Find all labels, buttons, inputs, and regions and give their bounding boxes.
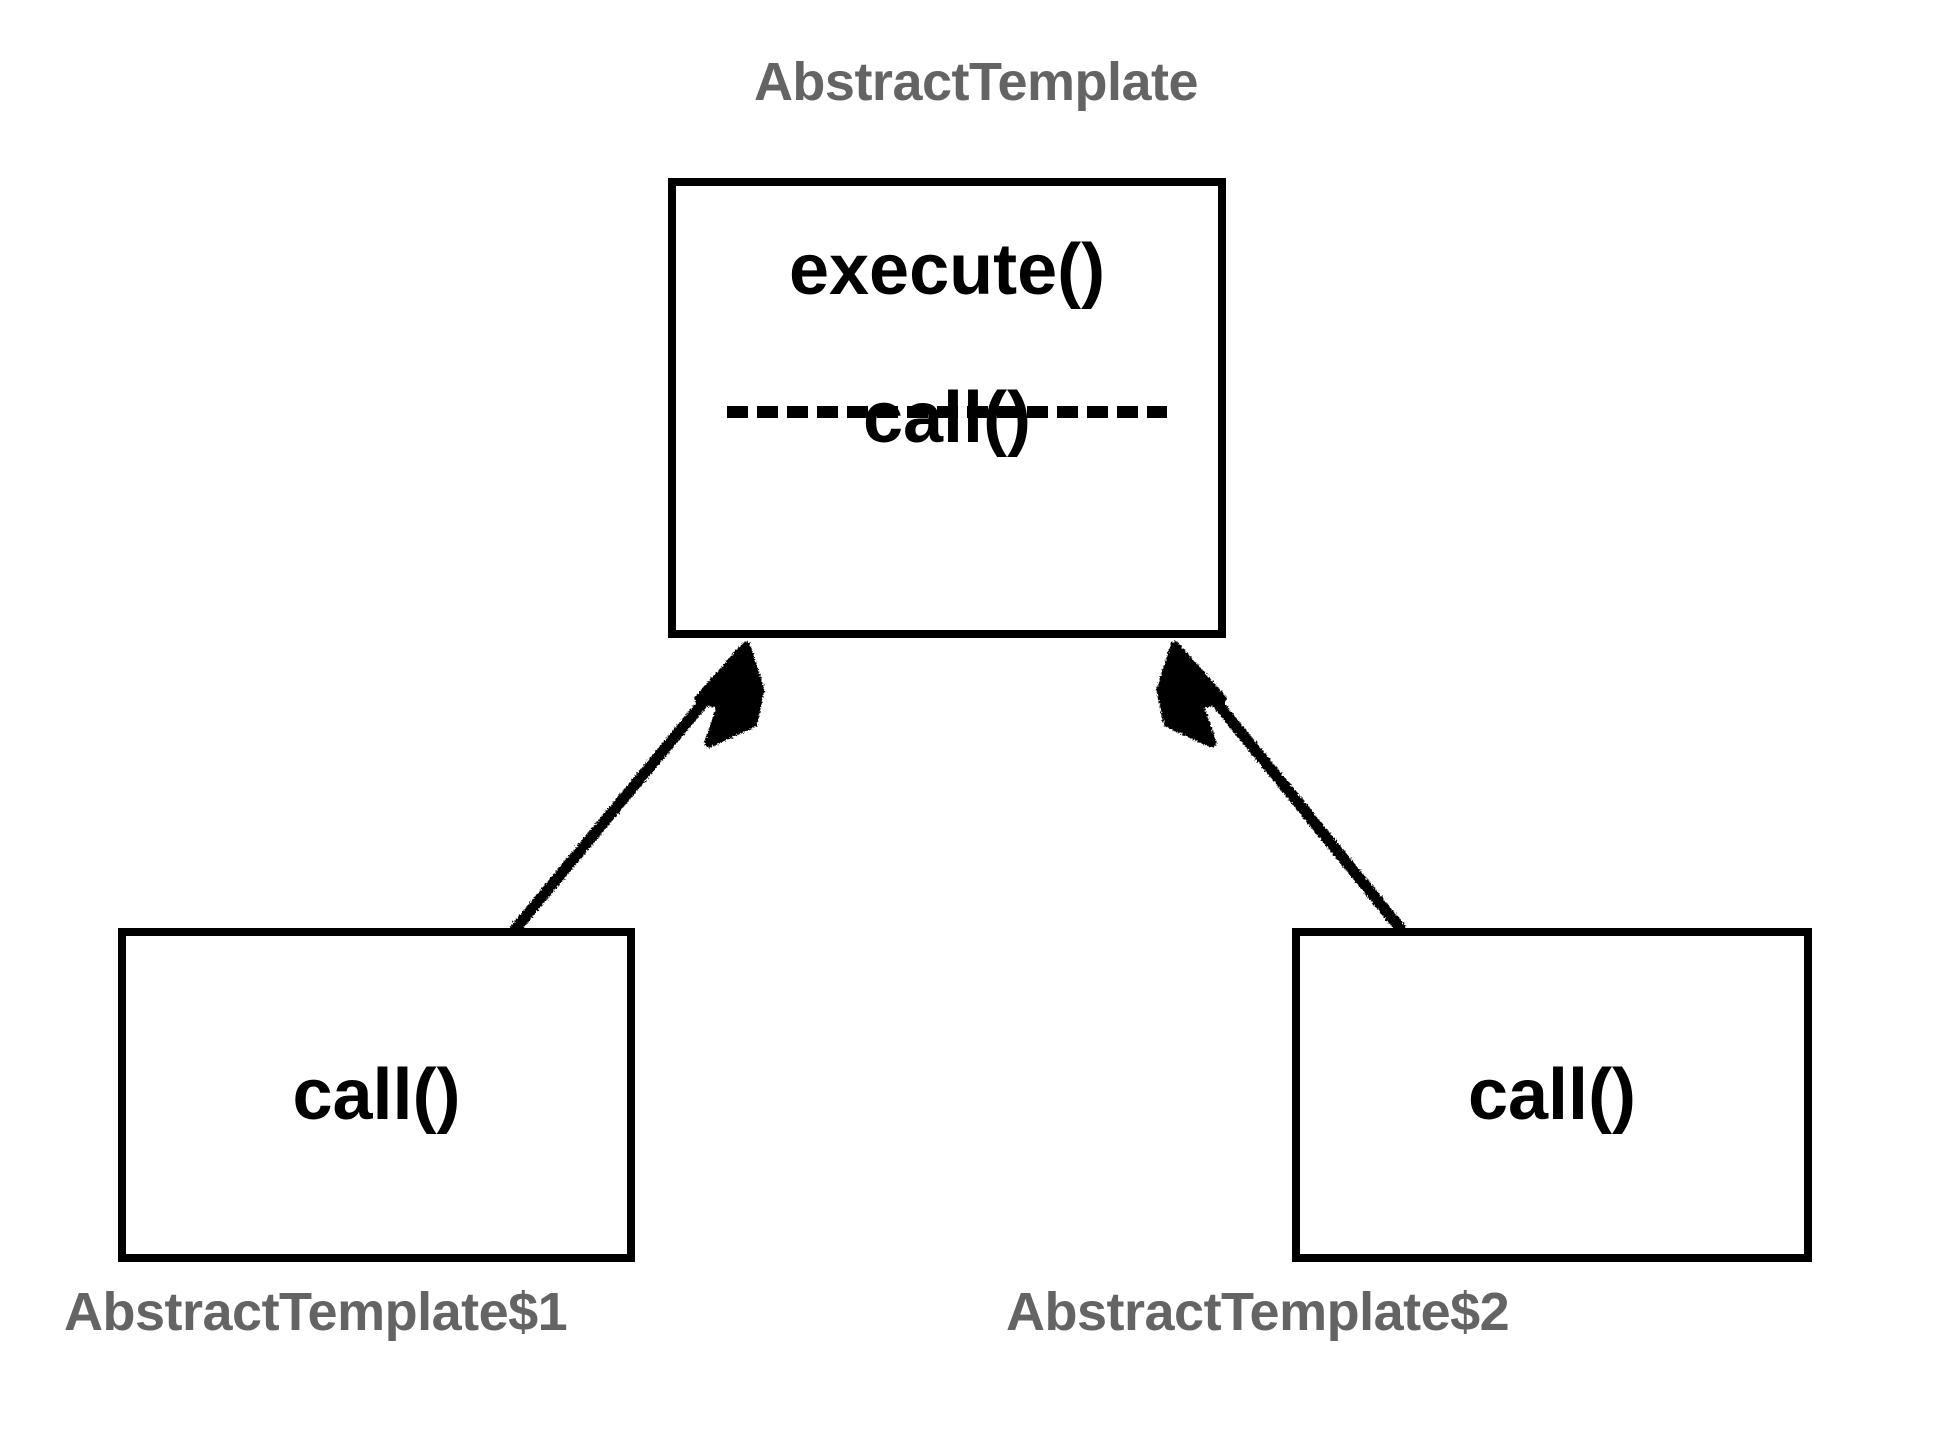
class-caption-abstract-template-2: AbstractTemplate$2 xyxy=(1006,1282,1510,1342)
member-separator-dashed xyxy=(727,406,1167,418)
class-caption-abstract-template: AbstractTemplate xyxy=(753,52,1199,112)
inheritance-arrow-sub1[interactable] xyxy=(510,641,765,934)
class-box-abstract-template[interactable]: execute() call() xyxy=(668,178,1226,638)
member-execute: execute() xyxy=(788,230,1106,310)
class-caption-abstract-template-1: AbstractTemplate$1 xyxy=(64,1282,568,1342)
class-box-abstract-template-2[interactable]: call() xyxy=(1292,928,1812,1262)
member-call-sub2: call() xyxy=(1467,1055,1637,1135)
inheritance-arrow-sub2[interactable] xyxy=(1156,641,1406,934)
member-call-sub1: call() xyxy=(292,1055,461,1135)
class-box-abstract-template-1[interactable]: call() xyxy=(118,928,635,1262)
member-call-abstract: call() xyxy=(862,378,1032,458)
